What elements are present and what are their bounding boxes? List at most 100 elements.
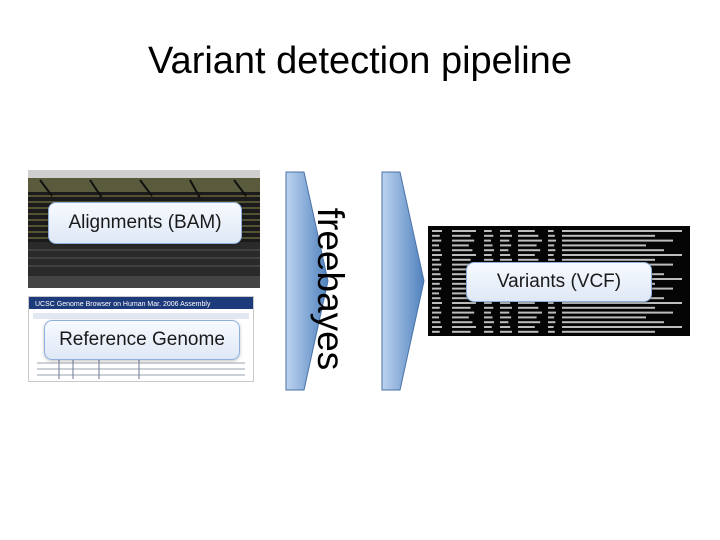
- terminal-text-line: [484, 316, 493, 319]
- terminal-text-line: [548, 330, 555, 333]
- terminal-text-line: [452, 326, 476, 328]
- terminal-text-line: [484, 321, 494, 324]
- terminal-text-line: [500, 306, 512, 309]
- terminal-text-line: [500, 316, 512, 319]
- terminal-text-line: [452, 321, 473, 324]
- terminal-text-line: [452, 287, 475, 290]
- terminal-text-line: [452, 268, 469, 271]
- terminal-text-line: [518, 302, 535, 304]
- terminal-text-line: [432, 297, 441, 300]
- terminal-text-line: [518, 234, 539, 237]
- terminal-text-line: [452, 258, 471, 261]
- terminal-text-line: [432, 282, 440, 285]
- terminal-text-line: [452, 302, 476, 304]
- terminal-text-line: [562, 254, 682, 256]
- terminal-text-line: [548, 321, 556, 324]
- terminal-text-line: [548, 316, 555, 319]
- terminal-text-line: [452, 282, 471, 285]
- terminal-text-line: [484, 302, 492, 304]
- terminal-text-line: [432, 249, 441, 252]
- terminal-text-line: [432, 292, 439, 295]
- terminal-text-line: [548, 254, 554, 256]
- terminal-text-line: [432, 234, 440, 237]
- terminal-text-line: [484, 258, 494, 261]
- terminal-text-line: [452, 230, 476, 232]
- input-arrow-icon: [285, 171, 329, 391]
- terminal-text-line: [548, 249, 556, 252]
- terminal-text-line: [452, 316, 469, 319]
- terminal-text-line: [562, 316, 646, 319]
- terminal-text-line: [452, 306, 471, 309]
- terminal-text-line: [432, 244, 439, 247]
- terminal-text-line: [432, 311, 442, 314]
- terminal-text-line: [484, 306, 494, 309]
- terminal-text-line: [484, 239, 491, 242]
- terminal-text-line: [452, 239, 475, 242]
- terminal-text-line: [562, 302, 682, 304]
- terminal-text-line: [432, 330, 440, 333]
- terminal-text-line: [548, 230, 554, 232]
- terminal-text-line: [562, 330, 655, 333]
- terminal-text-line: [548, 258, 555, 261]
- terminal-text-line: [548, 239, 556, 242]
- alignments-label: Alignments (BAM): [48, 202, 242, 244]
- terminal-text-line: [518, 326, 535, 328]
- terminal-text-line: [432, 326, 442, 328]
- terminal-text-line: [484, 326, 492, 328]
- terminal-text-line: [484, 254, 492, 256]
- slide-title: Variant detection pipeline: [148, 40, 572, 82]
- terminal-text-line: [500, 244, 512, 247]
- terminal-text-line: [518, 230, 535, 232]
- terminal-text-line: [432, 321, 441, 324]
- terminal-text-line: [432, 263, 442, 266]
- terminal-text-line: [518, 249, 541, 252]
- terminal-text-line: [562, 234, 655, 237]
- terminal-text-line: [432, 302, 442, 304]
- terminal-text-line: [452, 234, 471, 237]
- reference-header-text: UCSC Genome Browser on Human Mar. 2006 A…: [35, 301, 211, 308]
- terminal-text-line: [562, 239, 673, 242]
- terminal-text-line: [500, 311, 510, 314]
- terminal-text-line: [518, 306, 539, 309]
- terminal-text-line: [548, 311, 556, 314]
- terminal-text-line: [484, 244, 493, 247]
- terminal-text-line: [548, 244, 555, 247]
- terminal-text-line: [562, 230, 682, 232]
- terminal-text-line: [518, 316, 537, 319]
- terminal-text-line: [518, 258, 539, 261]
- terminal-text-line: [452, 311, 475, 314]
- terminal-text-line: [484, 311, 491, 314]
- genome-browser-graphic: UCSC Genome Browser on Human Mar. 2006 A…: [29, 297, 253, 379]
- reference-genome-label: Reference Genome: [44, 320, 240, 360]
- terminal-text-line: [518, 321, 541, 324]
- terminal-text-line: [452, 254, 476, 256]
- terminal-text-line: [432, 268, 439, 271]
- terminal-text-line: [562, 321, 664, 324]
- terminal-text-line: [500, 249, 509, 252]
- terminal-text-line: [518, 311, 542, 314]
- terminal-text-line: [500, 230, 511, 232]
- terminal-text-line: [562, 249, 664, 252]
- terminal-text-line: [548, 234, 555, 237]
- terminal-text-line: [432, 287, 442, 290]
- terminal-text-line: [432, 230, 442, 232]
- terminal-text-line: [452, 244, 469, 247]
- terminal-text-line: [432, 316, 439, 319]
- variants-label: Variants (VCF): [466, 262, 652, 302]
- terminal-text-line: [548, 306, 555, 309]
- terminal-text-line: [518, 244, 537, 247]
- output-arrow-icon: [381, 171, 425, 391]
- terminal-text-line: [518, 254, 535, 256]
- terminal-text-line: [500, 258, 512, 261]
- terminal-text-line: [500, 234, 512, 237]
- terminal-text-line: [500, 321, 509, 324]
- terminal-text-line: [562, 326, 682, 328]
- terminal-text-line: [452, 297, 473, 300]
- terminal-text-line: [548, 326, 554, 328]
- terminal-text-line: [500, 330, 512, 333]
- terminal-text-line: [500, 254, 511, 256]
- terminal-text-line: [452, 278, 476, 280]
- terminal-text-line: [484, 234, 494, 237]
- terminal-text-line: [562, 258, 655, 261]
- terminal-text-line: [562, 306, 655, 309]
